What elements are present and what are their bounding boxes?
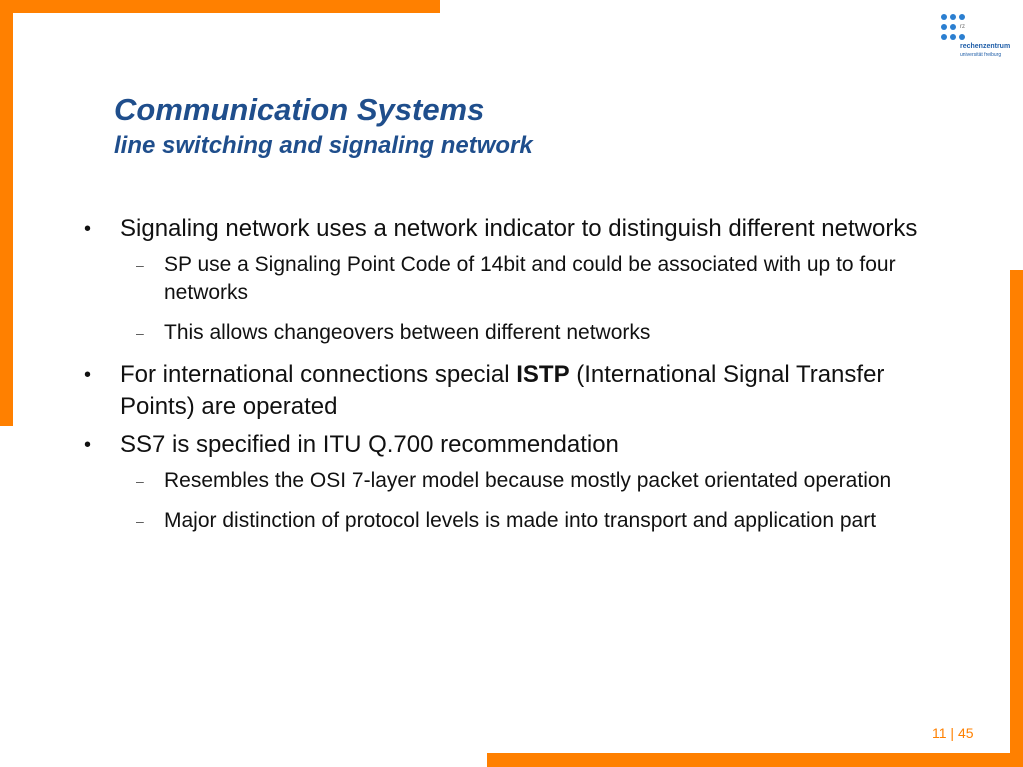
sub-bullet-marker: – [136,513,144,529]
sub-bullet-3-1: – Resembles the OSI 7-layer model becaus… [84,467,964,495]
page-number: 11 | 45 [932,725,974,741]
sub-bullet-3-2-text: Major distinction of protocol levels is … [164,509,877,532]
right-accent-bar [1010,270,1023,767]
bullet-2-text-post: (International Signal Transfer Points) a… [120,361,885,420]
sub-bullet-1-2: – This allows changeovers between differ… [84,319,964,347]
bullet-marker: • [84,434,92,456]
sub-bullet-3-2: – Major distinction of protocol levels i… [84,507,964,535]
sub-bullet-1-1: – SP use a Signaling Point Code of 14bit… [84,251,964,307]
sub-bullet-marker: – [136,473,144,489]
bullet-2-text-pre: For international connections special [120,361,517,388]
slide-subtitle: line switching and signaling network [114,132,533,159]
rechenzentrum-logo: rz rechenzentrum universität freiburg [938,14,1011,64]
bullet-2: • For international connections special … [84,359,964,423]
sub-bullet-marker: – [136,257,144,273]
bullet-3: • SS7 is specified in ITU Q.700 recommen… [84,429,964,461]
top-accent-bar [0,0,440,13]
left-accent-bar [0,0,13,426]
bullet-marker: • [84,364,92,386]
logo-line1: rechenzentrum [960,43,1011,50]
bottom-accent-bar [487,753,1023,767]
bullet-1-text: Signaling network uses a network indicat… [120,215,918,242]
slide-content: • Signaling network uses a network indic… [84,213,964,547]
bullet-marker: • [84,218,92,240]
bullet-2-text-bold: ISTP [516,361,570,388]
bullet-3-text: SS7 is specified in ITU Q.700 recommenda… [120,431,619,458]
logo-dots-icon [938,14,968,44]
logo-small-label: rz [960,24,965,30]
logo-line2: universität freiburg [960,52,1002,58]
sub-bullet-1-2-text: This allows changeovers between differen… [164,321,651,344]
sub-bullet-1-1-text: SP use a Signaling Point Code of 14bit a… [164,253,896,304]
sub-bullet-marker: – [136,325,144,341]
bullet-1: • Signaling network uses a network indic… [84,213,964,245]
sub-bullet-3-1-text: Resembles the OSI 7-layer model because … [164,469,892,492]
slide-title: Communication Systems [114,92,485,127]
